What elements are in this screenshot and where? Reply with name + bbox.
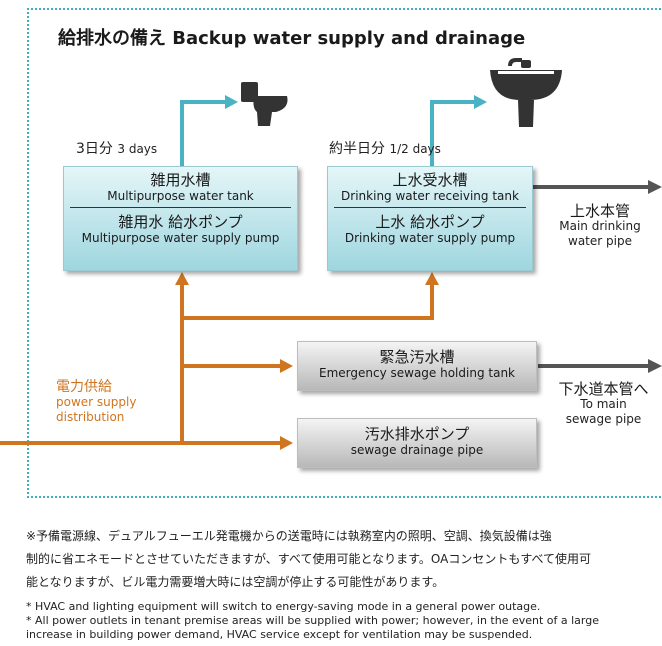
power-arrow-sewage-pump — [280, 436, 293, 450]
sewer-pipe-en2: sewage pipe — [565, 412, 642, 426]
en-note-line: * HVAC and lighting equipment will switc… — [26, 600, 541, 613]
main-pipe-arrow — [648, 180, 662, 194]
sewer-pipe-en1: To main — [580, 397, 627, 411]
left-capacity-jp: 3日分 — [76, 141, 113, 157]
drinking-tank-jp: 上水受水槽 — [392, 171, 468, 189]
english-notes: * HVAC and lighting equipment will switc… — [26, 600, 662, 642]
power-jp: 電力供給 — [56, 379, 112, 395]
main-pipe-label: 上水本管 Main drinking water pipe — [545, 204, 655, 249]
en-note-line: * All power outlets in tenant premise ar… — [26, 614, 599, 627]
multipurpose-tank-en: Multipurpose water tank — [107, 189, 254, 203]
drinking-divider — [334, 207, 526, 208]
sink-icon — [490, 58, 562, 127]
water-line-to-sink — [430, 100, 476, 166]
multipurpose-pump-en: Multipurpose water supply pump — [81, 231, 280, 245]
multipurpose-tank-jp: 雑用水槽 — [150, 171, 211, 189]
left-capacity-label: 3日分 3 days — [76, 138, 157, 158]
sewage-pump-box: 汚水排水ポンプ sewage drainage pipe — [297, 418, 537, 468]
drinking-tank-en: Drinking water receiving tank — [341, 189, 519, 203]
jp-note-line: 能となりますが、ビル電力需要増大時には空調が停止する可能性があります。 — [26, 575, 445, 589]
main-pipe-jp: 上水本管 — [569, 202, 630, 220]
sewage-pump-jp: 汚水排水ポンプ — [364, 425, 470, 443]
multipurpose-divider — [70, 207, 291, 208]
power-line-drinking — [182, 283, 434, 320]
drinking-tank-box: 上水受水槽 Drinking water receiving tank 上水 給… — [327, 166, 533, 271]
jp-note-line: 制的に省エネモードとさせていただきますが、すべて使用可能となります。OAコンセン… — [26, 552, 592, 566]
sewer-pipe-label: 下水道本管へ To main sewage pipe — [545, 382, 662, 427]
sewage-pump-en: sewage drainage pipe — [350, 443, 484, 457]
water-line-to-toilet — [180, 100, 227, 166]
right-capacity-jp: 約半日分 — [329, 141, 385, 157]
right-capacity-label: 約半日分 1/2 days — [329, 138, 441, 158]
en-note-line: increase in building power demand, HVAC … — [26, 628, 533, 641]
power-supply-label: 電力供給 power supply distribution — [56, 380, 136, 425]
diagram-title: 給排水の備え Backup water supply and drainage — [58, 28, 526, 49]
power-en2: distribution — [56, 410, 125, 424]
sewer-pipe-jp: 下水道本管へ — [558, 380, 649, 398]
japanese-notes: ※予備電源線、デュアルフューエル発電機からの送電時には執務室内の照明、空調、換気… — [26, 525, 662, 594]
main-pipe-en2: water pipe — [568, 234, 632, 248]
sewage-tank-en: Emergency sewage holding tank — [319, 366, 515, 380]
drinking-pump-jp: 上水 給水ポンプ — [375, 213, 485, 231]
left-capacity-en: 3 days — [117, 142, 158, 156]
main-pipe-en1: Main drinking — [559, 219, 641, 233]
power-en1: power supply — [56, 395, 137, 409]
jp-note-line: ※予備電源線、デュアルフューエル発電機からの送電時には執務室内の照明、空調、換気… — [26, 529, 552, 543]
power-arrow-sewage-tank — [280, 359, 293, 373]
sewage-tank-jp: 緊急汚水槽 — [379, 348, 455, 366]
water-arrow-sink — [474, 95, 487, 109]
power-arrow-drinking — [425, 272, 439, 285]
drinking-pump-en: Drinking water supply pump — [344, 231, 516, 245]
water-arrow-toilet — [225, 95, 238, 109]
multipurpose-tank-box: 雑用水槽 Multipurpose water tank 雑用水 給水ポンプ M… — [63, 166, 298, 271]
toilet-icon — [241, 82, 288, 126]
right-capacity-en: 1/2 days — [389, 142, 441, 156]
diagram-frame — [27, 8, 662, 498]
sewage-tank-box: 緊急汚水槽 Emergency sewage holding tank — [297, 341, 537, 391]
sewage-arrow — [648, 359, 662, 373]
multipurpose-pump-jp: 雑用水 給水ポンプ — [118, 213, 243, 231]
power-arrow-multipurpose — [175, 272, 189, 285]
